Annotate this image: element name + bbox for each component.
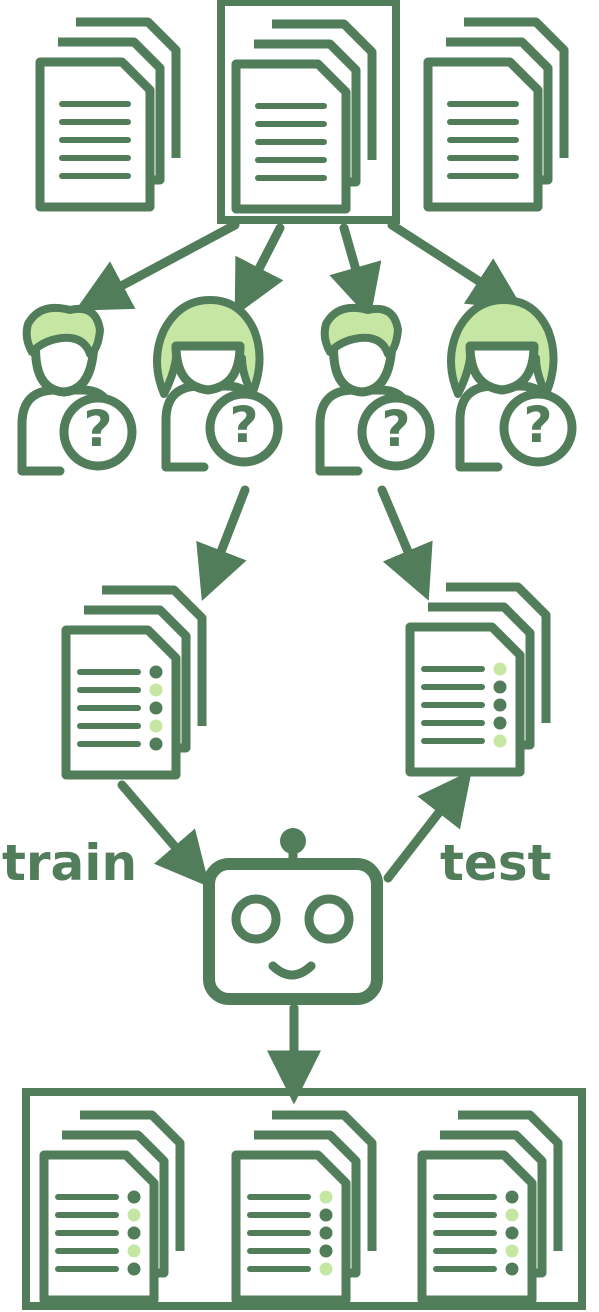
test-documents-icon xyxy=(410,587,546,772)
labeled-documents-icon xyxy=(44,1115,180,1300)
labeled-documents-icon xyxy=(236,1115,372,1300)
document-stack-icon xyxy=(428,22,564,207)
document-stack-icon xyxy=(40,22,176,207)
arrow-icon xyxy=(196,485,250,601)
robot-icon xyxy=(203,828,383,1005)
arrow-icon xyxy=(329,223,382,320)
question-mark: ? xyxy=(381,400,410,458)
question-mark: ? xyxy=(523,396,552,454)
arrow-icon xyxy=(234,223,285,317)
question-mark: ? xyxy=(229,396,258,454)
person-icon: ? xyxy=(157,300,278,467)
selected-documents-frame xyxy=(217,0,400,224)
distribution-arrows xyxy=(75,220,524,320)
document-stack-icon xyxy=(236,24,372,209)
person-icon: ? xyxy=(320,308,430,471)
train-label: train xyxy=(2,834,137,892)
labeled-documents-icon xyxy=(422,1115,558,1300)
train-documents-icon xyxy=(66,590,202,775)
arrow-icon xyxy=(377,485,433,601)
arrow-icon xyxy=(75,220,240,311)
arrow-icon xyxy=(383,770,472,883)
person-icon: ? xyxy=(22,308,132,471)
question-mark: ? xyxy=(83,400,112,458)
arrow-icon xyxy=(387,220,524,311)
output-documents-frame xyxy=(22,1088,586,1310)
person-icon: ? xyxy=(451,300,572,467)
test-label: test xyxy=(440,834,551,892)
arrow-icon xyxy=(117,780,210,888)
